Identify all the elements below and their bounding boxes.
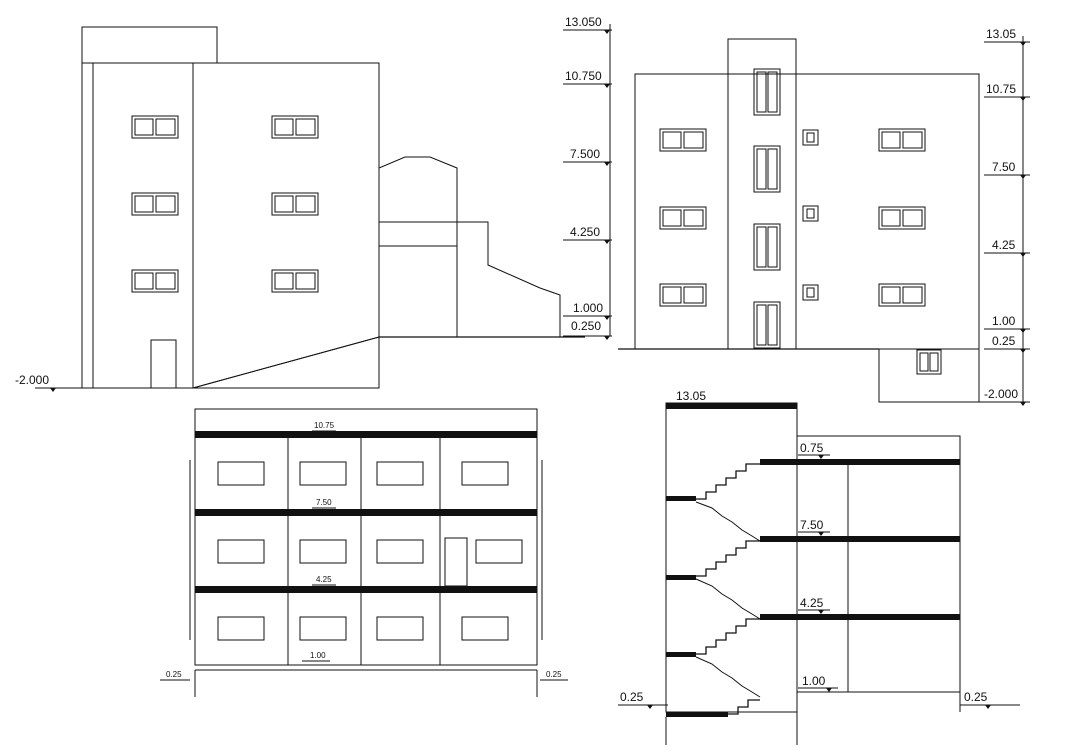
window [461, 461, 509, 486]
level-label: 10.750 [565, 69, 602, 83]
window [753, 145, 781, 193]
window [131, 192, 179, 216]
vent [802, 129, 819, 146]
level-label: 1.00 [310, 651, 326, 660]
window [131, 115, 179, 139]
level-label: 7.50 [316, 498, 332, 507]
elevation-left: -2.000 [15, 26, 585, 392]
window [271, 269, 319, 293]
main-block [81, 62, 380, 389]
level-label: 0.75 [800, 441, 824, 455]
section-left: 10.75 7.50 4.25 1.00 0.25 0.25 [160, 408, 568, 697]
top-parapet [81, 26, 218, 64]
level-label: 1.00 [802, 674, 826, 688]
window [878, 283, 926, 307]
stair-block [378, 156, 458, 223]
level-label: 1.000 [573, 301, 603, 315]
roof-slab [666, 403, 797, 409]
level-label: 13.05 [676, 389, 706, 403]
window [878, 128, 926, 152]
window [659, 128, 707, 152]
window [271, 115, 319, 139]
floor-slab [760, 614, 960, 620]
floor-slab [195, 509, 537, 516]
level-label: 0.25 [620, 690, 644, 704]
window [659, 206, 707, 230]
window [376, 616, 424, 641]
stair-core [665, 402, 798, 713]
level-label: 0.25 [964, 690, 988, 704]
floor-slab [195, 586, 537, 593]
window [475, 539, 523, 564]
section-body [194, 408, 538, 666]
level-label: 4.25 [800, 596, 824, 610]
window [299, 461, 347, 486]
landing-slab [666, 496, 696, 501]
level-label: 0.250 [571, 319, 601, 333]
level-label: 4.25 [992, 238, 1016, 252]
side-block [378, 221, 561, 338]
level-label: 10.75 [314, 421, 335, 430]
level-label: -2.000 [15, 373, 49, 387]
level-label: 0.25 [546, 670, 562, 679]
level-label: 0.25 [166, 670, 182, 679]
level-label: 13.05 [986, 27, 1016, 41]
level-label: 7.50 [800, 518, 824, 532]
window [878, 206, 926, 230]
level-label: 10.75 [986, 82, 1016, 96]
level-label: 4.250 [570, 225, 600, 239]
basement-block [878, 348, 980, 403]
window [376, 461, 424, 486]
entry-door [150, 339, 177, 389]
level-label: 7.500 [570, 147, 600, 161]
window [131, 269, 179, 293]
level-label: 4.25 [316, 575, 332, 584]
window [217, 461, 265, 486]
window [217, 539, 265, 564]
level-label: 0.25 [992, 334, 1016, 348]
window [271, 192, 319, 216]
level-label: 1.00 [992, 314, 1016, 328]
side-wing [796, 435, 961, 693]
roof-slab [195, 431, 537, 438]
window [299, 616, 347, 641]
landing-slab [666, 652, 696, 657]
vent [802, 284, 819, 301]
door [444, 537, 468, 587]
level-label: 7.50 [992, 160, 1016, 174]
landing-slab [666, 712, 728, 717]
window [461, 616, 509, 641]
level-label: -2.000 [984, 387, 1018, 401]
window [916, 349, 942, 375]
section-right: 13.05 0.75 7.50 4.25 1.00 0.25 0.25 [618, 389, 1020, 745]
level-label: 13.050 [565, 15, 602, 29]
window [753, 223, 781, 271]
elevation-right: 13.050 10.750 7.500 4.250 1.000 0.250 13… [563, 15, 1030, 406]
floor-slab [760, 536, 960, 542]
vent [802, 205, 819, 222]
window [217, 616, 265, 641]
window [299, 539, 347, 564]
floor-slab [760, 459, 960, 465]
window [753, 301, 781, 349]
window [659, 283, 707, 307]
window [376, 539, 424, 564]
landing-slab [666, 575, 696, 580]
window [753, 68, 781, 116]
